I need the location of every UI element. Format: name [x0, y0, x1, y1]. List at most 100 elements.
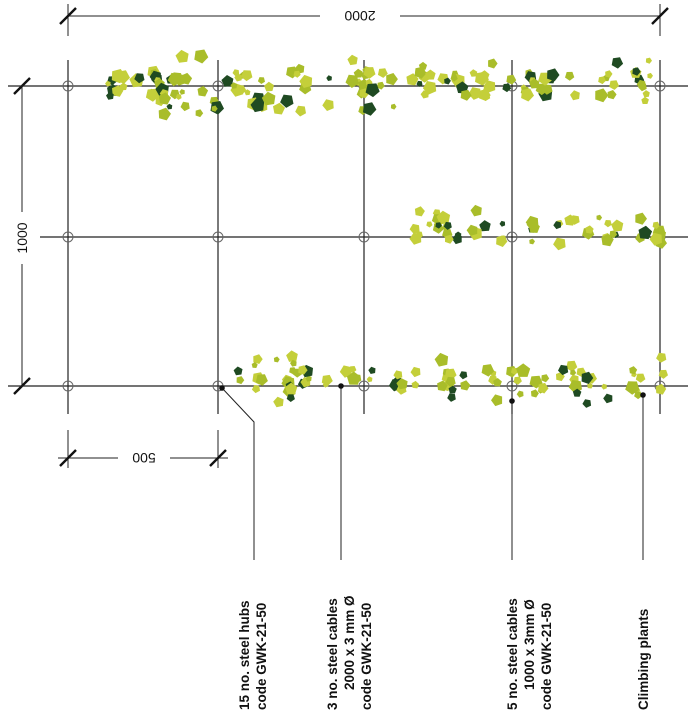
plant-leaf [377, 81, 385, 90]
plant-leaf [450, 74, 458, 82]
plant-leaf [264, 81, 274, 92]
plant-leaf [448, 385, 457, 394]
plant-leaf [158, 92, 171, 105]
plant-leaf [506, 74, 517, 85]
plant-leaf [469, 69, 478, 77]
plant-leaf [179, 89, 185, 95]
plant-leaf [516, 390, 524, 398]
plant-leaf [410, 366, 421, 378]
plant-leaf [418, 61, 428, 70]
plant-leaf [197, 85, 209, 97]
plant-leaf [251, 362, 258, 368]
plant-leaf [363, 102, 377, 116]
plant-leaf [601, 383, 607, 390]
steel-hub [212, 231, 224, 243]
plant-leaf [603, 393, 613, 404]
plant-leaf [516, 363, 531, 377]
plant-leaf [479, 220, 491, 232]
plant-leaf [396, 378, 408, 390]
steel-hub [62, 380, 74, 392]
plant-leaf [347, 54, 358, 66]
plant-leaf [321, 374, 333, 386]
steel-hub [62, 80, 74, 92]
callout-plants-line-1: Climbing plants [636, 609, 651, 710]
plant-leaf [547, 68, 560, 82]
plant-leaf [479, 70, 490, 81]
bottom-dimension-label: 500 [132, 450, 156, 466]
left-dimension-label: 1000 [14, 222, 30, 253]
plant-leaf [434, 352, 449, 367]
plant-leaf [538, 382, 549, 394]
callout-hubs-line-1: 15 no. steel hubs [237, 600, 252, 710]
plant-leaf [468, 87, 481, 100]
plant-leaf [273, 356, 280, 363]
plant-leaf [565, 71, 575, 81]
plant-leaf [437, 380, 448, 392]
plant-leaf [286, 394, 295, 402]
plant-leaf [510, 367, 519, 375]
plant-leaf [447, 393, 456, 402]
plant-leaf [253, 354, 263, 364]
plant-leaf [625, 381, 640, 395]
plant-leaf [570, 369, 577, 376]
plant-leaf [460, 380, 471, 391]
plant-leaf [632, 67, 641, 76]
plant-leaf [250, 98, 265, 113]
plant-leaf [466, 224, 478, 236]
plant-leaf [647, 72, 653, 79]
plant-leaf [390, 103, 397, 110]
plant-leaf [194, 49, 209, 64]
plant-leaf [460, 89, 472, 101]
callout-cables-2000-line-1: 3 no. steel cables [325, 598, 340, 710]
svg-text:15 no. steel hubs code G: 15 no. steel hubs code GWK-21-50 [237, 597, 269, 710]
plant-leaf [642, 90, 650, 98]
plant-leaf [339, 365, 352, 378]
callout-leaders [219, 383, 646, 560]
plant-leaf [435, 222, 442, 229]
plant-leaf [652, 221, 660, 229]
plant-leaf [351, 374, 362, 384]
plant-leaf [236, 376, 245, 385]
svg-text:3 no. steel cables 2000: 3 no. steel cables 2000 x 3 mm Ø code GW… [325, 592, 374, 710]
plant-leaf [175, 49, 189, 63]
plant-leaf [635, 212, 647, 225]
plant-leaf [598, 76, 606, 85]
plant-leaf [261, 91, 276, 106]
plant-leaf [491, 394, 503, 407]
steel-hub [212, 80, 224, 92]
plant-leaf [521, 88, 534, 102]
plant-leaf [345, 74, 359, 88]
callout-cables-2000-line-2: 2000 x 3 mm Ø [342, 595, 357, 690]
plant-leaf [645, 57, 652, 64]
plant-leaf [363, 67, 376, 79]
plant-leaf [366, 376, 373, 383]
leader-dot [219, 385, 225, 391]
leader-dot [640, 392, 646, 398]
callout-hubs: 15 no. steel hubs code GWK-21-50 [237, 597, 269, 710]
plant-leaf [175, 94, 182, 100]
plant-leaf [257, 77, 265, 84]
steel-hub [358, 380, 370, 392]
plant-leaf [454, 231, 462, 238]
plant-leaf [470, 204, 482, 217]
plant-leaf [582, 399, 592, 408]
plant-leaf [234, 73, 242, 82]
plant-leaf [119, 82, 128, 91]
plant-leaf [604, 220, 612, 228]
plant-leaf [499, 220, 506, 227]
plant-leaf [566, 360, 578, 372]
callout-plants: Climbing plants [636, 609, 651, 710]
plant-leaf [607, 90, 617, 100]
plant-leaf [426, 221, 433, 228]
plant-leaf [481, 364, 495, 377]
plant-leaf [416, 80, 423, 87]
plant-leaf [299, 74, 313, 88]
plant-leaf [445, 376, 456, 387]
plant-leaf [601, 233, 614, 247]
plant-leaf [649, 232, 662, 246]
plant-leaf [638, 225, 653, 240]
plant-leaf [572, 388, 582, 397]
plant-leaf [529, 78, 540, 89]
plant-leaf [286, 350, 298, 362]
plant-leaf [528, 221, 540, 233]
